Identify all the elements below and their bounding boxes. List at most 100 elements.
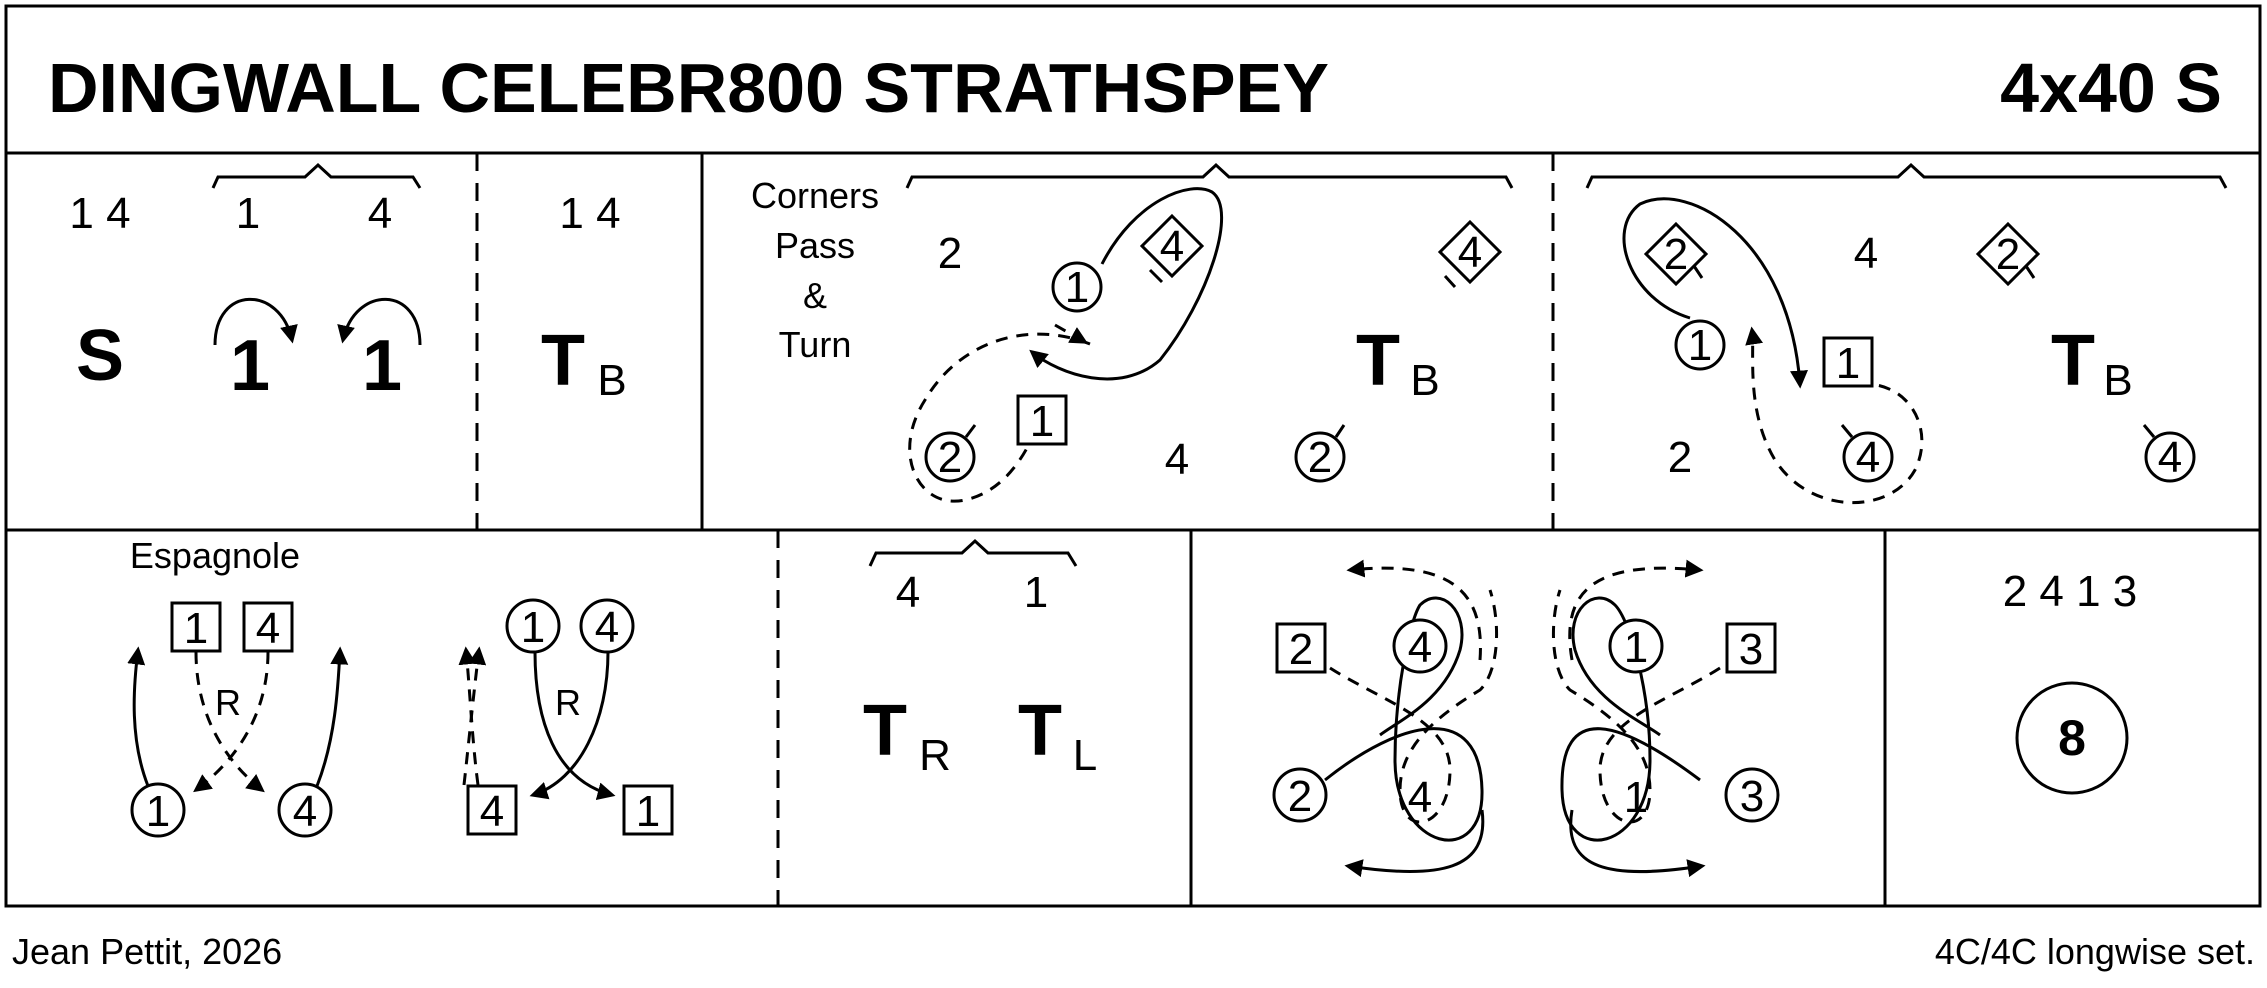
setting-symbol: S	[76, 316, 124, 396]
dance-format: 4x40 S	[2000, 49, 2222, 127]
dancer-4-right-number: 4	[1458, 228, 1482, 277]
dancer-2-right-number: 2	[1996, 230, 2020, 279]
dancer-1-circle	[1051, 261, 1103, 313]
dancer-1-box-number: 1	[184, 604, 208, 653]
track-dashed	[1745, 326, 1924, 505]
dancer-1-circle-b	[505, 598, 561, 654]
dancer-4-box	[242, 601, 294, 653]
caption-line-2: Pass	[775, 225, 855, 266]
dancer-4-box-b	[466, 784, 518, 836]
dancer-4-circle	[1392, 618, 1448, 674]
dancer-1-box-b	[622, 784, 674, 836]
dancer-4-circle-b	[579, 598, 635, 654]
dancer-2-right-number: 2	[1308, 433, 1332, 482]
row2-panel-2: 4 1 T R T L	[863, 538, 1097, 780]
bars-number: 8	[2058, 710, 2086, 766]
dancer-4-box-b-number: 4	[480, 787, 504, 836]
row2-panel-4: 2 4 1 3 8	[2003, 567, 2138, 795]
track-solid	[1029, 187, 1224, 381]
track-4-down	[529, 651, 610, 800]
track-4-cross	[193, 651, 270, 793]
dancer-3-box-number: 3	[1739, 625, 1763, 674]
dancer-2-number: 2	[1288, 772, 1312, 821]
top-pair-label: 1 4	[69, 189, 130, 238]
dancer-1-box-b-number: 1	[636, 787, 660, 836]
reel-solid-left	[1324, 596, 1484, 842]
track-1-up-left	[462, 646, 487, 786]
top-pair-label: 1 4	[559, 189, 620, 238]
dancer-1-box	[1016, 394, 1068, 446]
dancer-4-diamond-right: 4	[1437, 219, 1503, 289]
label-a: 4	[896, 568, 920, 617]
top-arrow-right	[1568, 559, 1704, 661]
track-1-down	[533, 651, 616, 801]
caption-line-4: Turn	[779, 324, 852, 365]
dancer-2-number: 2	[1664, 230, 1688, 279]
turn-label-a: 1	[230, 326, 270, 406]
final-order: 2 4 1 3	[2003, 567, 2138, 616]
turn-label-b: 1	[362, 326, 402, 406]
dancer-2-diamond: 2	[1643, 221, 1709, 287]
dancer-2-number: 2	[938, 433, 962, 482]
dancer-2-circle	[1272, 767, 1328, 823]
right-hand-label-b: R	[555, 682, 581, 723]
bracket	[905, 162, 1514, 189]
dancer-1-dotted-label: 1	[1624, 773, 1648, 822]
dancer-2-box-number: 2	[1289, 625, 1313, 674]
dancer-4-circle-right: 4	[2142, 424, 2196, 483]
row2-panel-3: 2 4 2 4 1 3 1 3	[1272, 559, 1780, 878]
dancer-2-box	[1275, 622, 1327, 674]
dancer-1-box-number: 1	[1030, 397, 1054, 446]
turn-symbol: T	[2051, 321, 2095, 401]
dance-title: DINGWALL CELEBR800 STRATHSPEY	[48, 49, 1329, 127]
dancer-4-circle	[277, 782, 333, 838]
track-1-up	[127, 646, 150, 787]
row2-panel-1: Espagnole 1 4 R 1 4 1 4 R 4 1	[127, 535, 674, 838]
turn-symbol: T	[541, 321, 585, 401]
dancer-4-number: 4	[293, 787, 317, 836]
top-arrow-left	[1346, 559, 1482, 661]
caption-line-1: Corners	[751, 175, 879, 216]
track-solid	[1622, 197, 1808, 389]
turn-symbol: T	[1356, 321, 1400, 401]
turn-right-subscript: R	[919, 731, 951, 780]
dancer-1-number: 1	[1688, 321, 1712, 370]
dancer-2-circle: 2	[924, 424, 977, 483]
caption-line-3: &	[803, 275, 827, 316]
dancer-1-number: 1	[1065, 263, 1089, 312]
espagnole-caption: Espagnole	[130, 535, 300, 576]
reel-dashed-right	[1552, 589, 1721, 824]
dancer-3-box	[1725, 622, 1777, 674]
dancer-2-diamond-right: 2	[1975, 221, 2041, 287]
dancer-2-label: 2	[938, 229, 962, 278]
row1-panel-1: 1 4 1 4 S 1 1	[69, 162, 422, 406]
dancer-2-circle-right: 2	[1294, 424, 1346, 483]
turn-subscript: B	[1410, 356, 1439, 405]
dancer-4-number: 4	[1408, 623, 1432, 672]
turn-arrow-a	[213, 297, 298, 346]
dancer-4-right-number: 4	[2158, 433, 2182, 482]
bracket-label-a: 1	[236, 189, 260, 238]
reel-solid-right	[1560, 596, 1701, 842]
dancer-3-circle	[1724, 767, 1780, 823]
right-hand-label: R	[215, 682, 241, 723]
dancer-1-circle	[130, 782, 186, 838]
turn-right-symbol: T	[863, 691, 907, 771]
row1-panel-3: Corners Pass & Turn 2 4 1 4 2 1 4	[751, 162, 1514, 503]
dancer-2-label: 2	[1668, 433, 1692, 482]
track-dashed	[908, 332, 1091, 503]
dancer-1-number: 1	[146, 787, 170, 836]
turn-subscript: B	[597, 356, 626, 405]
turn-left-subscript: L	[1073, 731, 1097, 780]
dancer-4-dotted-label: 4	[1408, 773, 1432, 822]
dancer-4-diamond: 4	[1139, 213, 1205, 284]
track-1-cross	[194, 651, 265, 793]
bracket	[1585, 162, 2228, 189]
reel-dashed-left	[1329, 589, 1498, 824]
dancer-1-number: 1	[1624, 623, 1648, 672]
bottom-arrow-left	[1344, 809, 1485, 878]
bracket-label-b: 4	[368, 189, 392, 238]
dancer-4-label: 4	[1854, 229, 1878, 278]
dancer-4-b-number: 4	[595, 603, 619, 652]
